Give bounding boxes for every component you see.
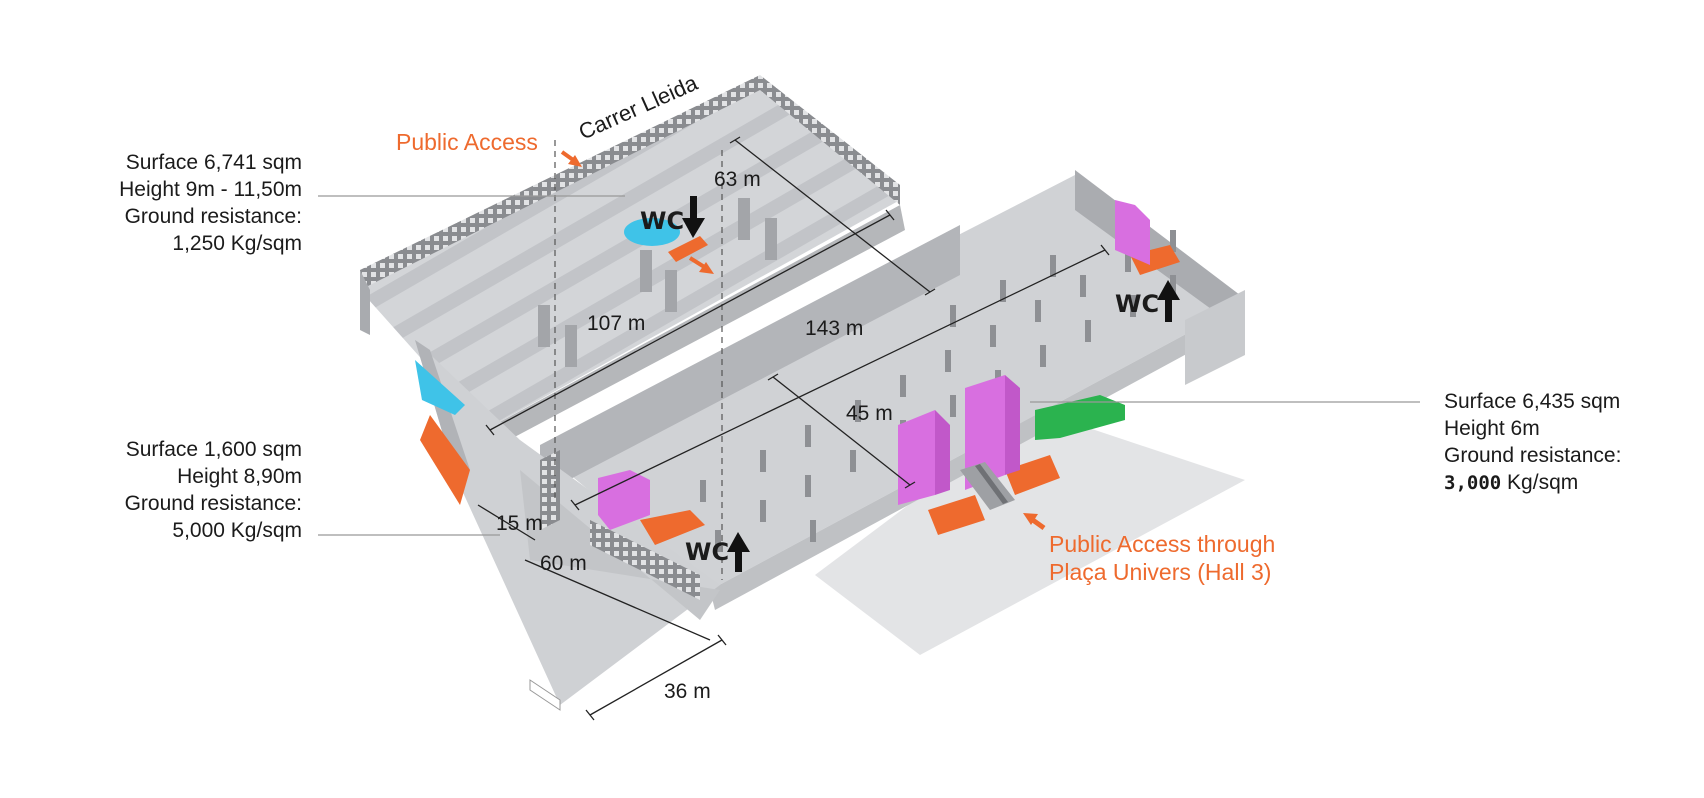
- hall-b-info: Surface 6,435 sqm Height 6m Ground resis…: [1444, 388, 1684, 497]
- dimension-63m: 63 m: [714, 168, 761, 191]
- dimension-45m: 45 m: [846, 402, 893, 425]
- hall-a-ground-label: Ground resistance:: [124, 205, 302, 228]
- access-arrow-icon: [688, 256, 714, 274]
- hall-a-ground-value: 1,250 Kg/sqm: [172, 232, 302, 255]
- wc-arrow-up-icon: [1157, 280, 1180, 322]
- hall-a: [360, 75, 905, 450]
- access-arrow-icon: [560, 150, 582, 167]
- access-arrow-icon: [1023, 513, 1046, 531]
- hall-c-surface: Surface 1,600 sqm: [125, 438, 302, 461]
- dimension-107m: 107 m: [587, 312, 645, 335]
- univers-access-line2: Plaça Univers (Hall 3): [1049, 559, 1271, 585]
- wc-arrow-down-icon: [682, 196, 705, 238]
- hall-a-info: Surface 6,741 sqm Height 9m - 11,50m Gro…: [60, 149, 302, 257]
- dimension-143m: 143 m: [805, 317, 863, 340]
- hall-c-ground-label: Ground resistance:: [124, 492, 302, 515]
- dimension-lines: [477, 136, 1110, 721]
- internal-grille-wall: [540, 450, 560, 530]
- dimension-60m: 60 m: [540, 552, 587, 575]
- wc-label-hall-c: WC: [685, 538, 729, 566]
- hall-b-ground-value: 3,000 Kg/sqm: [1444, 469, 1684, 497]
- internal-grille-wall: [590, 520, 700, 600]
- hall-b-height: Height 6m: [1444, 417, 1540, 440]
- hall-b-ground-label: Ground resistance:: [1444, 444, 1622, 467]
- hall-b-ground-unit: Kg/sqm: [1507, 471, 1579, 494]
- hall-c-info: Surface 1,600 sqm Height 8,90m Ground re…: [60, 436, 302, 544]
- hall-c-ground-value: 5,000 Kg/sqm: [172, 519, 302, 542]
- dimension-15m: 15 m: [496, 512, 543, 535]
- hall-a-height: Height 9m - 11,50m: [119, 178, 302, 201]
- hall-a-pillars: [538, 198, 777, 367]
- univers-access-line1: Public Access through: [1049, 531, 1275, 557]
- plaza-ground: [815, 410, 1245, 655]
- hall-b-surface: Surface 6,435 sqm: [1444, 390, 1621, 413]
- public-access-label: Public Access: [396, 129, 538, 155]
- hall-a-surface: Surface 6,741 sqm: [125, 151, 302, 174]
- service-blocks: [415, 200, 1180, 545]
- wc-label-hall-a: WC: [640, 207, 684, 235]
- dimension-36m: 36 m: [664, 680, 711, 703]
- wc-label-hall-b: WC: [1115, 290, 1159, 318]
- hall-b-ground-number: 3,000: [1444, 472, 1502, 494]
- wc-arrow-up-icon: [727, 532, 750, 572]
- hall-b-pillars: [700, 230, 1176, 552]
- hall-c-height: Height 8,90m: [177, 465, 302, 488]
